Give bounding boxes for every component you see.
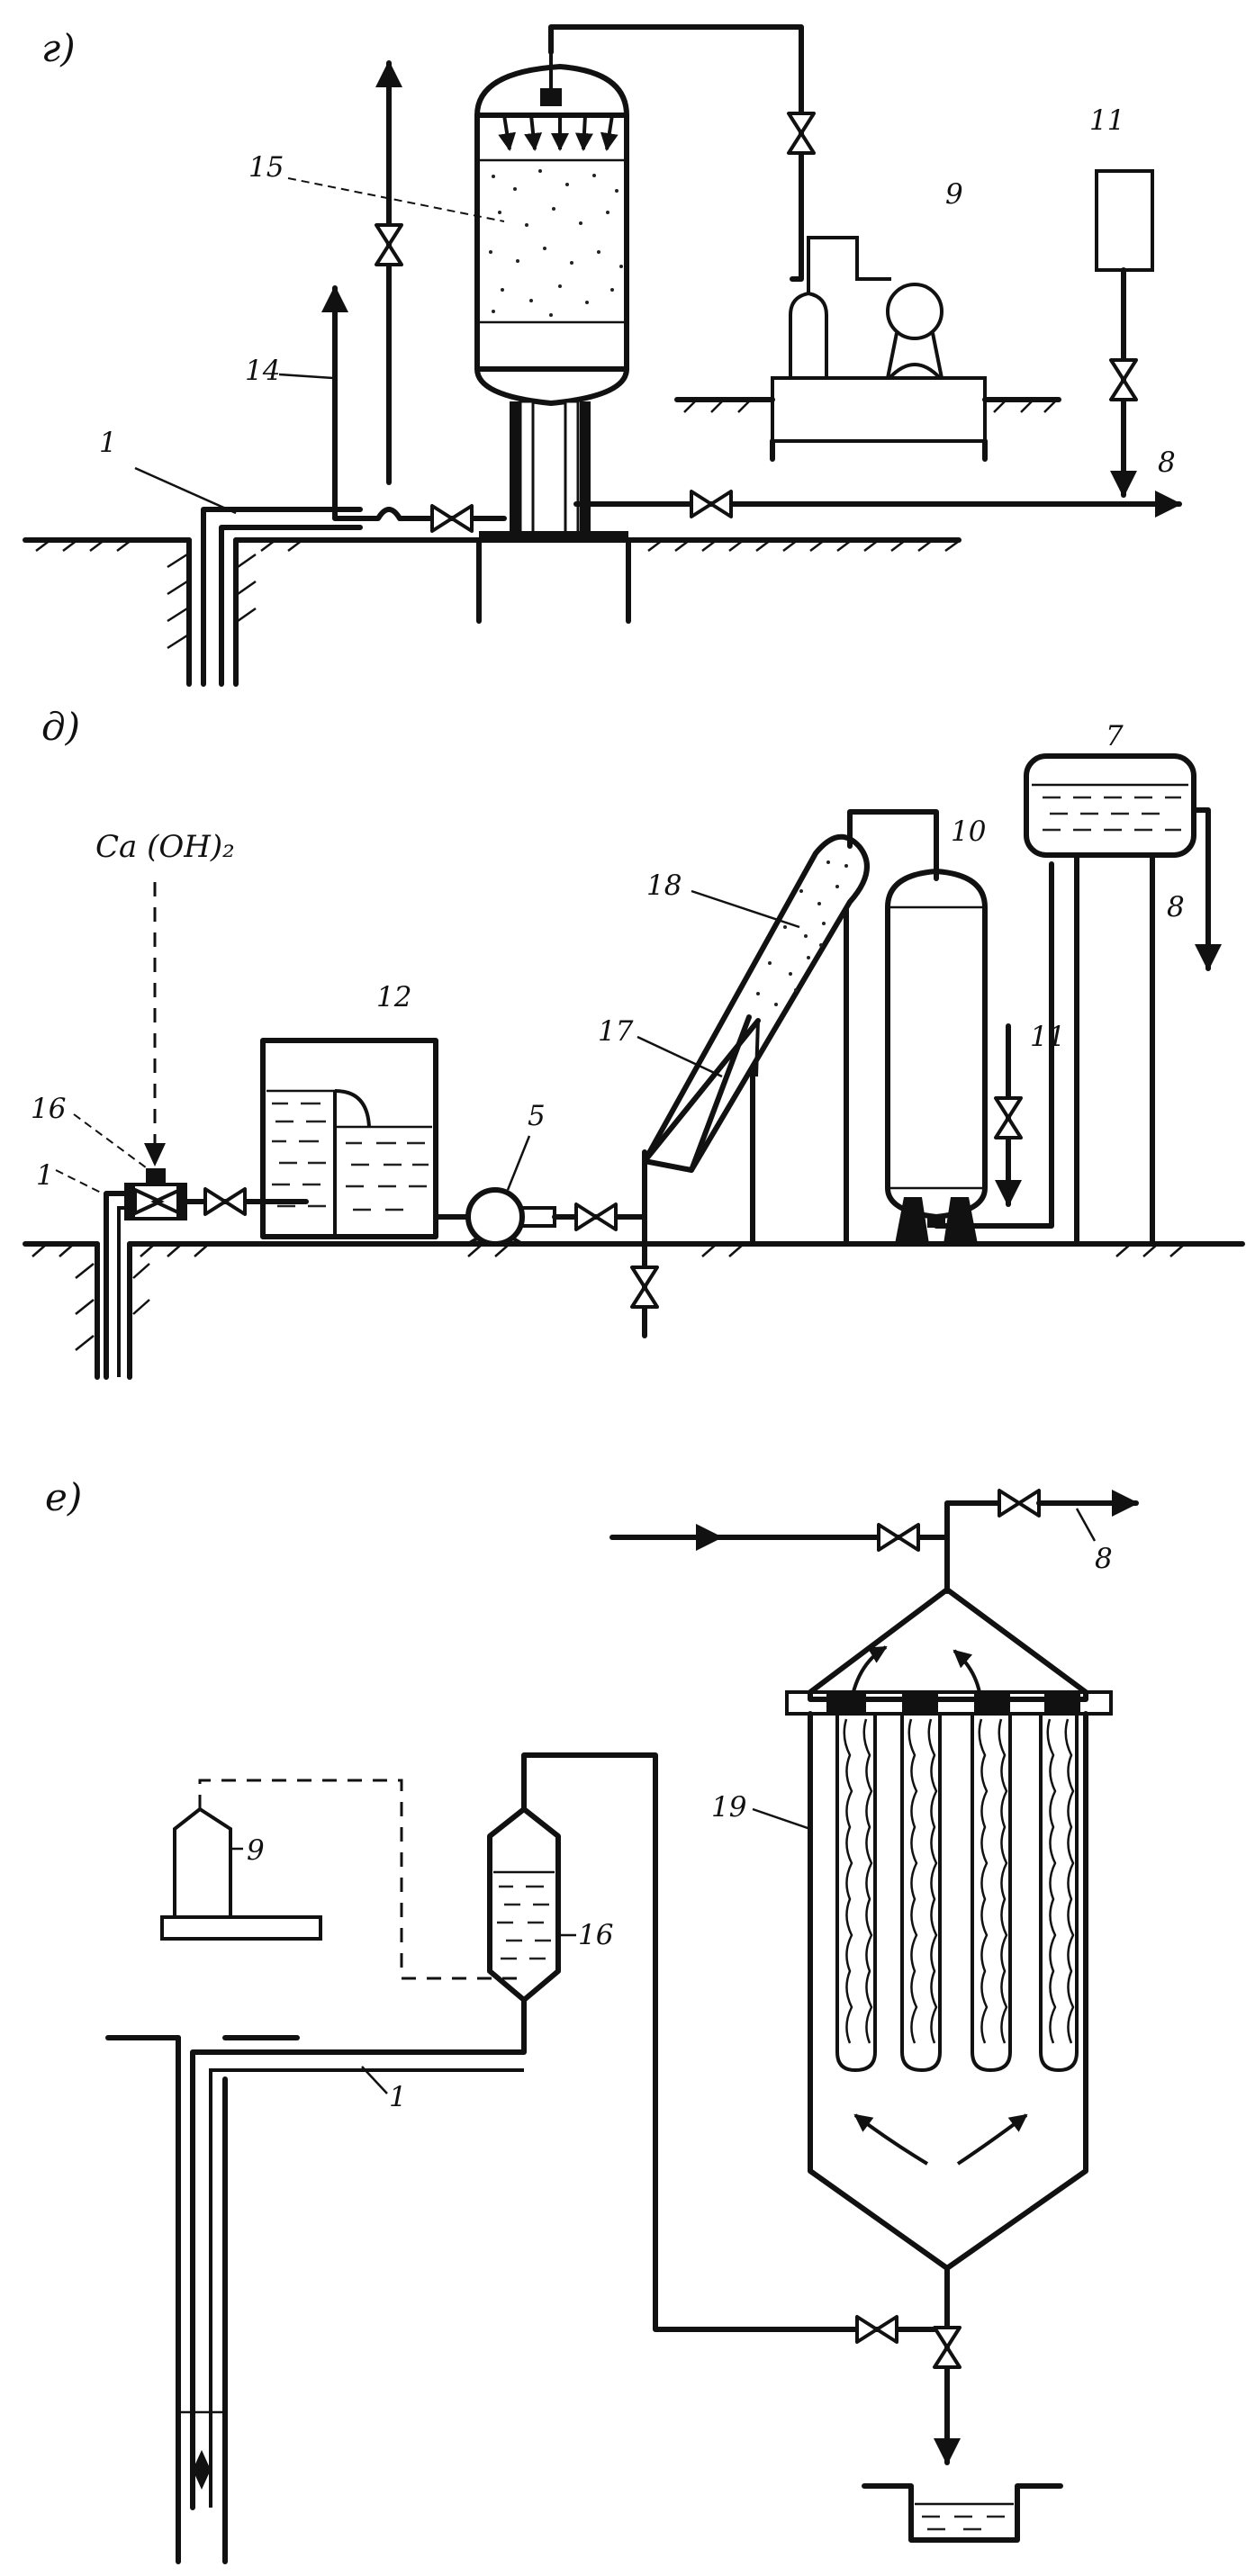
well-pipe [201, 507, 363, 687]
valve-e2-icon [998, 1489, 1041, 1518]
candle-filter-19 [785, 1587, 1113, 2271]
section-e-title: е) [45, 1475, 82, 1519]
reagent-arrow-icon [144, 1143, 166, 1166]
mixing-tank-12 [260, 1038, 438, 1239]
label-d-1: 1 [36, 1159, 54, 1192]
label-d-16: 16 [31, 1093, 66, 1125]
label-e-19: 19 [711, 1791, 746, 1824]
section-d-diagram: д) 1 [23, 705, 1245, 1380]
label-e-1: 1 [389, 2081, 407, 2113]
valve-outlet-icon [690, 490, 733, 518]
label-11: 11 [1089, 104, 1124, 137]
label-d-18: 18 [646, 869, 682, 902]
well-pipe-d-inner [117, 1206, 126, 1377]
label-d-5: 5 [528, 1100, 546, 1132]
pump-unit-9 [674, 236, 1061, 462]
label-e-9: 9 [247, 1834, 265, 1867]
valve-reagent-icon [1109, 358, 1138, 401]
well-pipe-e-inner [209, 2068, 524, 2508]
top-pipe [548, 24, 804, 282]
section-g-title: г) [41, 26, 76, 70]
label-d-8: 8 [1167, 891, 1185, 923]
dosing-unit-16 [124, 1168, 187, 1220]
leader-d-5 [506, 1135, 531, 1191]
valve-drain-icon [630, 1265, 659, 1309]
leader-e-8 [1075, 1508, 1097, 1542]
line-separator-filter [521, 1752, 937, 2332]
pump-5 [465, 1187, 556, 1247]
water-tower-7 [1024, 753, 1222, 1247]
label-8: 8 [1158, 446, 1176, 479]
label-15: 15 [248, 151, 284, 184]
leader-14 [278, 373, 334, 380]
outlet-pipe-14 [321, 285, 363, 521]
label-1: 1 [99, 427, 117, 459]
leader-1 [134, 466, 237, 515]
line-reactor-column [847, 809, 939, 881]
filter-vessel-15 [474, 52, 631, 624]
label-9: 9 [945, 178, 963, 211]
leader-e-1 [361, 2066, 388, 2094]
section-d-title: д) [41, 705, 80, 749]
column-vessel-10 [885, 869, 988, 1244]
separator-16 [487, 1806, 561, 2003]
valve-d1-icon [203, 1187, 247, 1216]
collection-basin [862, 2483, 1063, 2543]
leader-d-17 [637, 1035, 723, 1078]
leader-d-18 [691, 889, 800, 929]
label-d-11: 11 [1030, 1021, 1065, 1053]
leader-d-16 [73, 1113, 150, 1171]
valve-d3-icon [994, 1096, 1023, 1139]
line-column-out [934, 1088, 1054, 1229]
valve-e1-icon [877, 1523, 920, 1552]
inlet-line [709, 1500, 1002, 1540]
label-d-17: 17 [598, 1015, 634, 1048]
valve-top-icon [787, 112, 816, 155]
section-g-diagram: г) [23, 24, 1182, 687]
leader-15 [287, 177, 505, 222]
valve-d2-icon [574, 1202, 618, 1231]
section-e-diagram: е) 8 [45, 1475, 1139, 2564]
pump-9e [160, 1806, 322, 1941]
air-line-dashed [198, 1779, 524, 1980]
label-14: 14 [245, 355, 280, 387]
ground-line [23, 537, 962, 687]
valve-e3-icon [855, 2315, 898, 2344]
valve-e4-icon [933, 2326, 962, 2369]
valve-supply-icon [430, 504, 474, 533]
valve-vent-icon [375, 223, 403, 266]
well-casing [105, 2035, 300, 2564]
ground-line-d [23, 1241, 1245, 1380]
label-d-12: 12 [376, 981, 411, 1013]
label-d-7: 7 [1106, 720, 1124, 752]
submersible-pump-icon [193, 2450, 211, 2490]
reagent-label: Ca (OH)₂ [95, 829, 235, 865]
leader-e-19 [752, 1807, 811, 1831]
label-e-8: 8 [1095, 1543, 1113, 1575]
well-pipe-d [104, 1191, 129, 1380]
leader-d-1 [55, 1169, 107, 1196]
reagent-tank-11 [1095, 169, 1154, 498]
well-pipe-e [190, 1997, 527, 2510]
inclined-reactor-18 [642, 833, 870, 1247]
label-e-16: 16 [578, 1919, 613, 1951]
label-d-10: 10 [951, 815, 986, 848]
vent-pipe [357, 60, 435, 521]
